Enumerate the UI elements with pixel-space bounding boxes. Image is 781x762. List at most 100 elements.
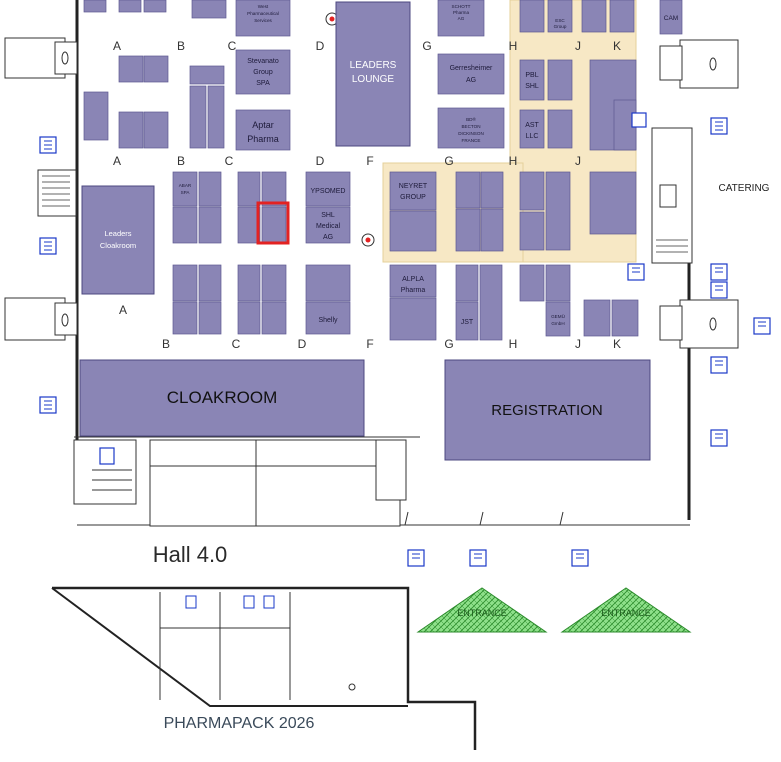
col-label: F: [366, 337, 373, 351]
col-label: H: [509, 39, 518, 53]
booth-block-c: [237, 171, 287, 244]
booth-ypsomed-shl: YPSOMED SHL Medical AG: [305, 171, 351, 244]
svg-text:SPA: SPA: [181, 190, 191, 195]
svg-text:Stevanato: Stevanato: [247, 58, 279, 65]
fire-point-mid: [361, 233, 375, 247]
svg-text:SPA: SPA: [256, 80, 270, 87]
booth-block-neyret: NEYRET GROUP: [389, 171, 504, 252]
leaders-cloakroom: Leaders Cloakroom: [81, 185, 155, 295]
accessibility-sign-icon: [39, 112, 771, 567]
svg-text:AG: AG: [466, 77, 476, 84]
booth-block-abar: ABAR SPA: [172, 171, 222, 244]
col-label: B: [177, 154, 185, 168]
entrance-1-label: ENTRANCE: [457, 608, 507, 618]
svg-text:BECTON: BECTON: [461, 124, 480, 129]
cam-label: CAM: [664, 15, 678, 22]
svg-text:Pharma: Pharma: [401, 287, 426, 294]
cloakroom-label: CLOAKROOM: [167, 388, 278, 407]
svg-text:YPSOMED: YPSOMED: [310, 188, 345, 195]
svg-text:SHL: SHL: [321, 212, 335, 219]
svg-text:AG: AG: [458, 16, 465, 21]
registration: REGISTRATION: [444, 359, 651, 461]
svg-text:GROUP: GROUP: [400, 194, 426, 201]
booth-block-h-mid: [519, 171, 637, 251]
svg-text:SCHOTT: SCHOTT: [452, 4, 471, 9]
col-label: H: [509, 337, 518, 351]
col-label: G: [444, 154, 453, 168]
booth-aptar: Aptar Pharma: [235, 109, 291, 151]
leaders-lounge-line1: LEADERS: [350, 60, 397, 71]
svg-text:AST: AST: [525, 122, 539, 129]
entrance-1[interactable]: ENTRANCE: [416, 587, 548, 633]
svg-text:Pharmaceutical: Pharmaceutical: [247, 11, 279, 16]
svg-text:Group: Group: [554, 24, 567, 29]
col-label: A: [113, 39, 121, 53]
svg-text:LLC: LLC: [526, 133, 539, 140]
booth-row-lower: Shelly ALPLA Pharma JST GEMÜ GmbH: [172, 264, 639, 341]
col-label: J: [575, 39, 581, 53]
cloakroom: CLOAKROOM: [79, 359, 365, 437]
col-label: A: [113, 154, 121, 168]
booth-bd: BD® BECTON DICKINSON FRANCE: [437, 107, 505, 149]
svg-text:ALPLA: ALPLA: [402, 276, 424, 283]
col-label: D: [316, 154, 325, 168]
col-label: F: [366, 154, 373, 168]
svg-text:ESC: ESC: [555, 18, 565, 23]
west-label: West: [258, 4, 269, 9]
annex-floor-plan: [51, 586, 477, 750]
col-label: D: [298, 337, 307, 351]
door-unit-left-2: [4, 297, 78, 341]
svg-text:Leaders: Leaders: [104, 229, 131, 238]
col-label: J: [575, 154, 581, 168]
service-core-right: [651, 127, 693, 264]
col-label: D: [316, 39, 325, 53]
col-label: G: [422, 39, 431, 53]
door-unit-right-1: [659, 39, 739, 89]
registration-label: REGISTRATION: [491, 402, 602, 419]
col-label: G: [444, 337, 453, 351]
svg-text:JST: JST: [461, 319, 474, 326]
svg-text:DICKINSON: DICKINSON: [458, 131, 484, 136]
col-label: C: [225, 154, 234, 168]
event-name: PHARMAPACK 2026: [164, 715, 315, 732]
booth-gerresheimer: Gerresheimer AG: [437, 53, 505, 95]
svg-text:Pharma: Pharma: [247, 134, 279, 144]
svg-text:Aptar: Aptar: [252, 120, 274, 130]
entrance-2[interactable]: ENTRANCE: [560, 587, 692, 633]
svg-text:PBL: PBL: [525, 72, 538, 79]
svg-text:NEYRET: NEYRET: [399, 183, 428, 190]
col-label: C: [228, 39, 237, 53]
svg-text:ABAR: ABAR: [179, 183, 192, 188]
col-label: K: [613, 337, 621, 351]
svg-text:Gerresheimer: Gerresheimer: [450, 65, 493, 72]
stairs-left: [37, 169, 77, 217]
door-unit-left-1: [4, 37, 78, 79]
leaders-lounge-line2: LOUNGE: [352, 74, 395, 85]
svg-text:SHL: SHL: [525, 83, 539, 90]
entrance-2-label: ENTRANCE: [601, 608, 651, 618]
col-label: B: [177, 39, 185, 53]
col-label: A: [119, 303, 127, 317]
my-booth-highlight[interactable]: [256, 201, 290, 245]
lower-hall-structure: [73, 439, 407, 527]
door-unit-right-2: [659, 299, 739, 349]
col-label: H: [509, 154, 518, 168]
booth-row-top: West Pharmaceutical Services SCHOTT Phar…: [83, 0, 683, 37]
svg-text:Cloakroom: Cloakroom: [100, 241, 136, 250]
col-label: J: [575, 337, 581, 351]
svg-text:AG: AG: [323, 234, 333, 241]
svg-text:Pharma: Pharma: [453, 10, 470, 15]
hall-title: Hall 4.0: [153, 542, 228, 567]
col-label: C: [232, 337, 241, 351]
svg-text:Group: Group: [253, 69, 273, 76]
svg-text:BD®: BD®: [466, 116, 476, 122]
svg-text:GEMÜ: GEMÜ: [551, 313, 565, 319]
booth-block-b: [189, 65, 225, 149]
catering-label: CATERING: [719, 183, 770, 194]
svg-text:Services: Services: [254, 18, 272, 23]
svg-text:Medical: Medical: [316, 223, 341, 230]
svg-text:FRANCE: FRANCE: [462, 138, 481, 143]
booth-block-pbl: PBL SHL AST LLC: [519, 59, 637, 151]
svg-text:Shelly: Shelly: [318, 317, 338, 324]
